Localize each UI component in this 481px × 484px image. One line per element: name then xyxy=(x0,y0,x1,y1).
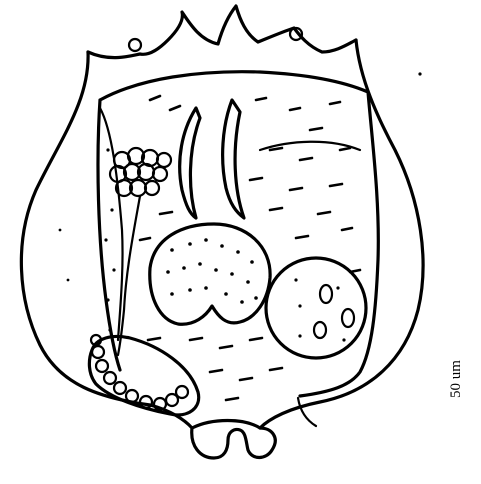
scale-bar-label: 50 um xyxy=(448,338,468,398)
stomach xyxy=(150,224,270,324)
right-sphere-nuclei xyxy=(314,285,354,338)
egg-cluster-upper xyxy=(110,148,171,196)
mastax-right xyxy=(223,100,244,218)
inner-left-wall xyxy=(100,108,123,340)
apical-crown xyxy=(88,6,356,58)
left-spine-knob xyxy=(129,39,141,51)
egg-chain xyxy=(91,335,188,410)
mastax-left xyxy=(180,108,200,218)
